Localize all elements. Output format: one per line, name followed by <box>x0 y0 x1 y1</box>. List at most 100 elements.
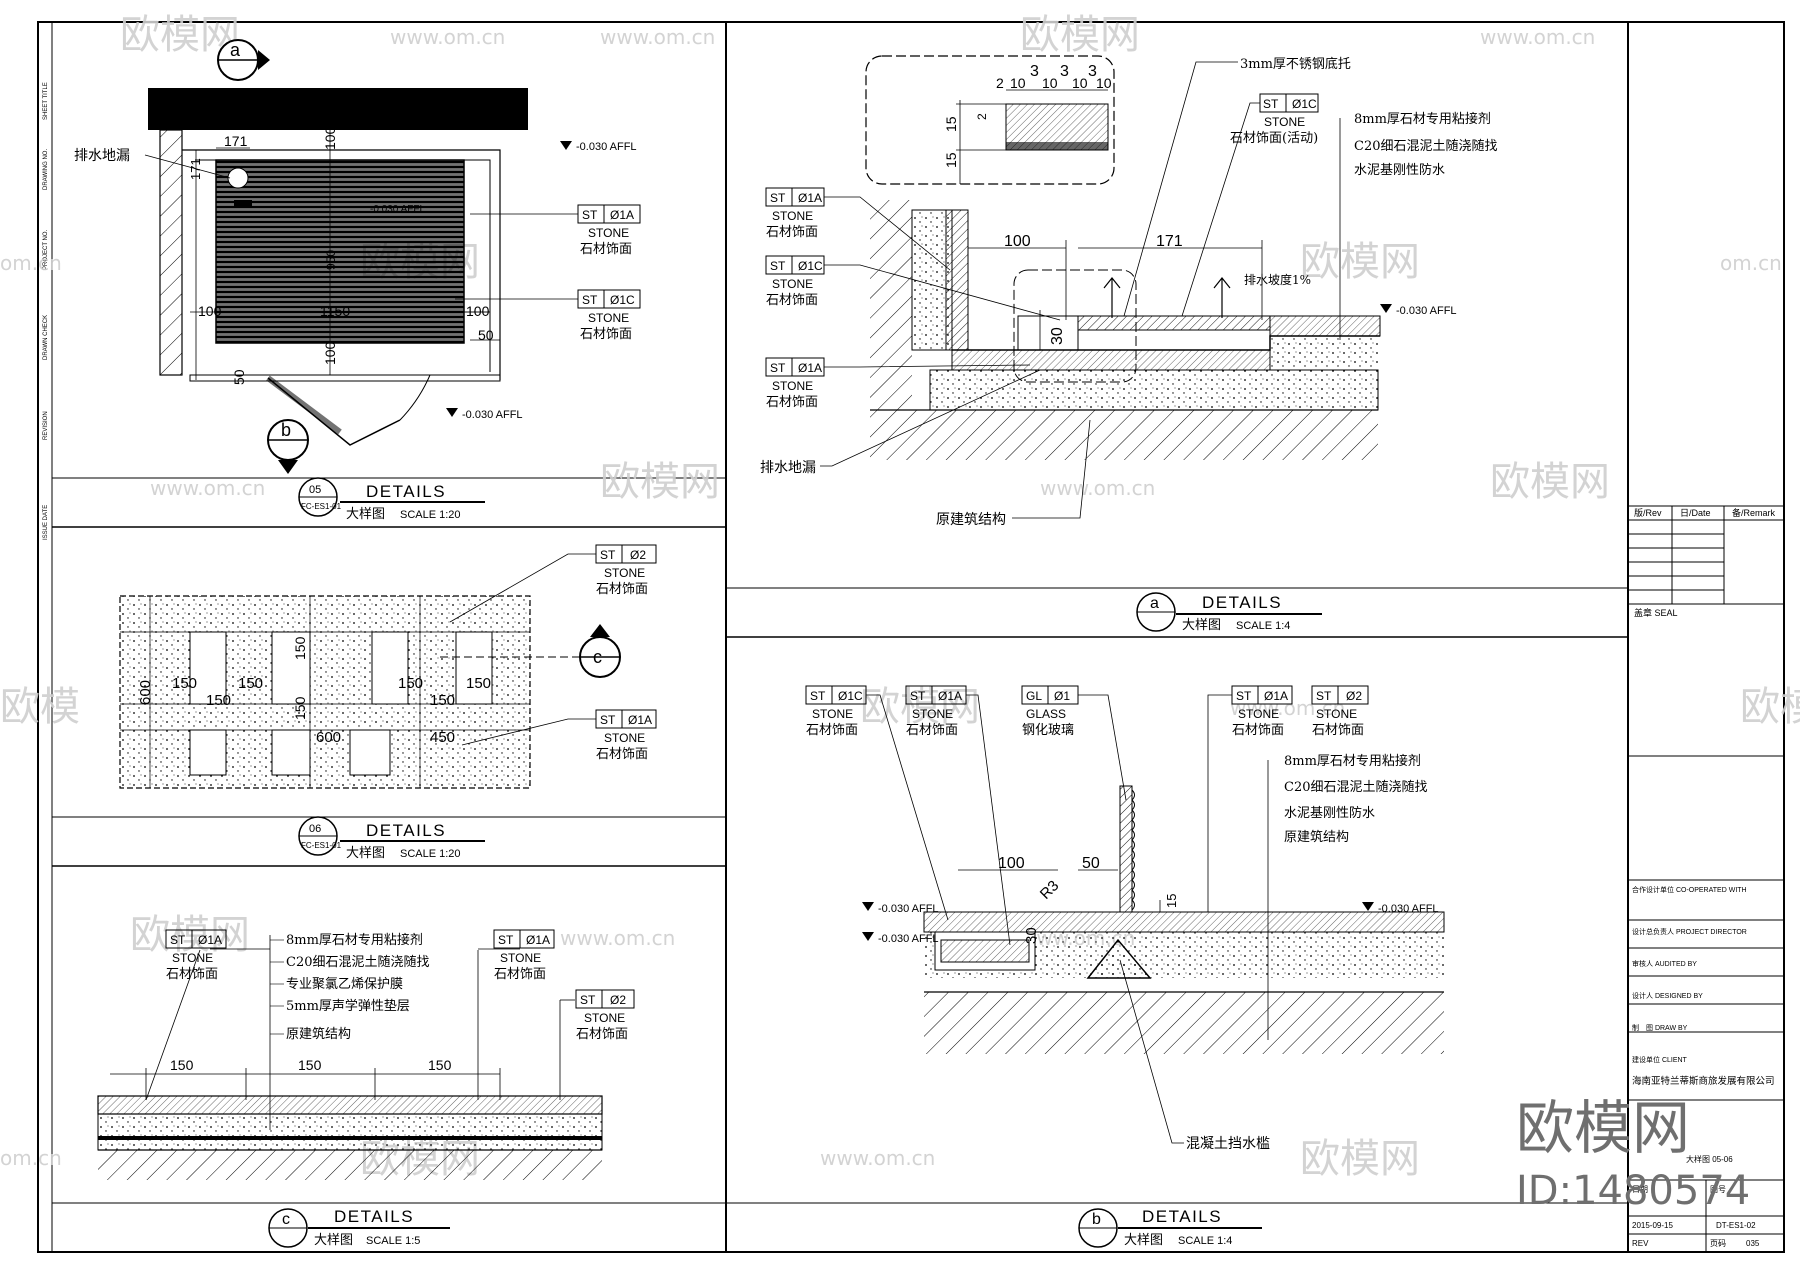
svg-text:Ø1A: Ø1A <box>628 713 652 727</box>
svg-text:石材饰面: 石材饰面 <box>806 723 858 738</box>
svg-text:06: 06 <box>309 823 321 835</box>
svg-text:石材饰面: 石材饰面 <box>494 967 546 982</box>
svg-text:15: 15 <box>943 152 959 168</box>
svg-text:b: b <box>281 420 291 440</box>
tag-c-2: ST Ø1A STONE 石材饰面 <box>493 929 555 982</box>
svg-text:石材饰面: 石材饰面 <box>1312 723 1364 738</box>
panel-b: 100 50 R3 30 15 -0.030 AFFL -0.030 AFFL … <box>805 685 1445 1248</box>
panel-05: a 171 100 171 100 1150 100 100 <box>74 39 641 522</box>
svg-text:欧模网: 欧模网 <box>1490 459 1610 505</box>
svg-text:2: 2 <box>996 75 1004 91</box>
svg-text:Ø1C: Ø1C <box>610 293 635 307</box>
svg-text:c: c <box>593 647 602 667</box>
svg-text:100: 100 <box>322 341 338 365</box>
svg-text:5mm厚声学弹性垫层: 5mm厚声学弹性垫层 <box>286 998 410 1014</box>
svg-text:ST: ST <box>770 259 786 273</box>
svg-text:ST: ST <box>582 293 598 307</box>
svg-text:100: 100 <box>322 126 338 150</box>
svg-text:150: 150 <box>170 1057 194 1073</box>
svg-text:STONE: STONE <box>1316 707 1357 721</box>
svg-text:SCALE 1:20: SCALE 1:20 <box>400 848 461 860</box>
svg-text:SCALE 1:4: SCALE 1:4 <box>1236 620 1290 632</box>
svg-text:600: 600 <box>316 729 341 746</box>
svg-text:STONE: STONE <box>584 1011 625 1025</box>
svg-text:DETAILS: DETAILS <box>366 821 446 840</box>
svg-text:-0.030 AFFL: -0.030 AFFL <box>1396 305 1457 317</box>
svg-text:ST: ST <box>770 361 786 375</box>
tag-a-left-3: ST Ø1A STONE 石材饰面 <box>765 357 1031 410</box>
title-a: a DETAILS 大样图 SCALE 1:4 <box>1136 592 1322 633</box>
svg-text:大样图: 大样图 <box>1182 618 1221 633</box>
svg-text:Ø2: Ø2 <box>630 548 646 562</box>
svg-text:STONE: STONE <box>772 209 813 223</box>
svg-text:石材饰面: 石材饰面 <box>166 967 218 982</box>
svg-text:www.om.cn: www.om.cn <box>1040 476 1155 500</box>
svg-text:DETAILS: DETAILS <box>1142 1207 1222 1226</box>
tag-b-glass: GL Ø1 GLASS 钢化玻璃 <box>1021 685 1127 801</box>
section-marker-b: b <box>267 419 309 474</box>
svg-text:原建筑结构: 原建筑结构 <box>286 1026 351 1042</box>
svg-text:ST: ST <box>580 993 596 1007</box>
svg-text:3: 3 <box>1030 63 1039 80</box>
svg-text:混凝土挡水槛: 混凝土挡水槛 <box>1186 1136 1270 1152</box>
svg-text:STONE: STONE <box>588 311 629 325</box>
svg-text:150: 150 <box>298 1057 322 1073</box>
svg-text:-0.030 AFFL: -0.030 AFFL <box>878 933 939 945</box>
svg-text:PROJECT NO.: PROJECT NO. <box>43 229 49 270</box>
svg-text:b: b <box>1092 1211 1101 1228</box>
svg-text:盖章 SEAL: 盖章 SEAL <box>1634 607 1678 618</box>
svg-text:2: 2 <box>975 113 989 120</box>
svg-text:SHEET TITLE: SHEET TITLE <box>43 82 49 120</box>
svg-text:035: 035 <box>1746 1239 1760 1248</box>
svg-text:8mm厚石材专用粘接剂: 8mm厚石材专用粘接剂 <box>1284 753 1421 769</box>
svg-text:1150: 1150 <box>320 303 350 319</box>
svg-text:om.cn: om.cn <box>0 1146 62 1170</box>
svg-text:ST: ST <box>1236 689 1252 703</box>
tag-stone-1a-06: ST Ø1A STONE 石材饰面 <box>461 709 657 762</box>
svg-text:171: 171 <box>188 158 203 180</box>
svg-text:大样图: 大样图 <box>346 846 385 861</box>
svg-text:石材饰面: 石材饰面 <box>766 293 818 308</box>
tag-a-left-2: ST Ø1C STONE 石材饰面 <box>765 255 1061 321</box>
svg-text:欧模网: 欧模网 <box>860 684 980 730</box>
svg-text:Ø1A: Ø1A <box>798 361 822 375</box>
tag-b-1: ST Ø1C STONE 石材饰面 <box>805 685 949 921</box>
svg-text:150: 150 <box>206 692 231 709</box>
svg-text:ISSUE DATE: ISSUE DATE <box>43 505 49 540</box>
svg-text:www.om.cn: www.om.cn <box>1230 696 1345 720</box>
svg-text:ST: ST <box>498 933 514 947</box>
svg-text:www.om.cn: www.om.cn <box>150 476 265 500</box>
svg-text:Ø1C: Ø1C <box>838 689 863 703</box>
svg-text:30: 30 <box>1023 927 1040 944</box>
svg-text:大样图: 大样图 <box>314 1233 353 1248</box>
svg-text:3mm厚不锈钢底托: 3mm厚不锈钢底托 <box>1240 56 1351 72</box>
svg-text:备/Remark: 备/Remark <box>1732 507 1776 518</box>
tag-b-2: ST Ø1A STONE 石材饰面 <box>905 685 1011 946</box>
svg-text:欧模网: 欧模网 <box>600 459 720 505</box>
svg-text:Ø1A: Ø1A <box>798 191 822 205</box>
svg-text:欧模网: 欧模网 <box>1300 1136 1420 1182</box>
svg-text:Ø2: Ø2 <box>1346 689 1362 703</box>
brand-watermark: 欧模网 ID:1480574 <box>1516 1094 1750 1214</box>
svg-text:om.cn: om.cn <box>1720 251 1782 275</box>
svg-text:原建筑结构: 原建筑结构 <box>936 512 1006 528</box>
svg-text:ST: ST <box>770 191 786 205</box>
svg-text:水泥基刚性防水: 水泥基刚性防水 <box>1284 805 1375 821</box>
svg-text:150: 150 <box>172 675 197 692</box>
svg-text:Ø1A: Ø1A <box>526 933 550 947</box>
svg-text:海南亚特兰蒂斯商旅发展有限公司: 海南亚特兰蒂斯商旅发展有限公司 <box>1632 1075 1775 1087</box>
svg-text:50: 50 <box>478 327 494 343</box>
layer-notes-b: 8mm厚石材专用粘接剂 C20细石混泥土随浇随找 水泥基刚性防水 原建筑结构 <box>1267 753 1428 910</box>
svg-text:STONE: STONE <box>500 951 541 965</box>
svg-text:欧模网: 欧模网 <box>1020 12 1140 58</box>
svg-text:10: 10 <box>1010 75 1026 91</box>
svg-text:Ø1A: Ø1A <box>610 208 634 222</box>
drain-symbol <box>227 167 252 208</box>
svg-text:合作设计单位 CO-OPERATED WITH: 合作设计单位 CO-OPERATED WITH <box>1632 885 1747 894</box>
svg-text:ST: ST <box>1263 97 1279 111</box>
svg-text:制 图 DRAW BY: 制 图 DRAW BY <box>1632 1023 1688 1032</box>
svg-text:10: 10 <box>1072 75 1088 91</box>
svg-text:www.om.cn: www.om.cn <box>820 1146 935 1170</box>
svg-text:C20细石混泥土随浇随找: C20细石混泥土随浇随找 <box>286 955 430 970</box>
svg-text:STONE: STONE <box>912 707 953 721</box>
